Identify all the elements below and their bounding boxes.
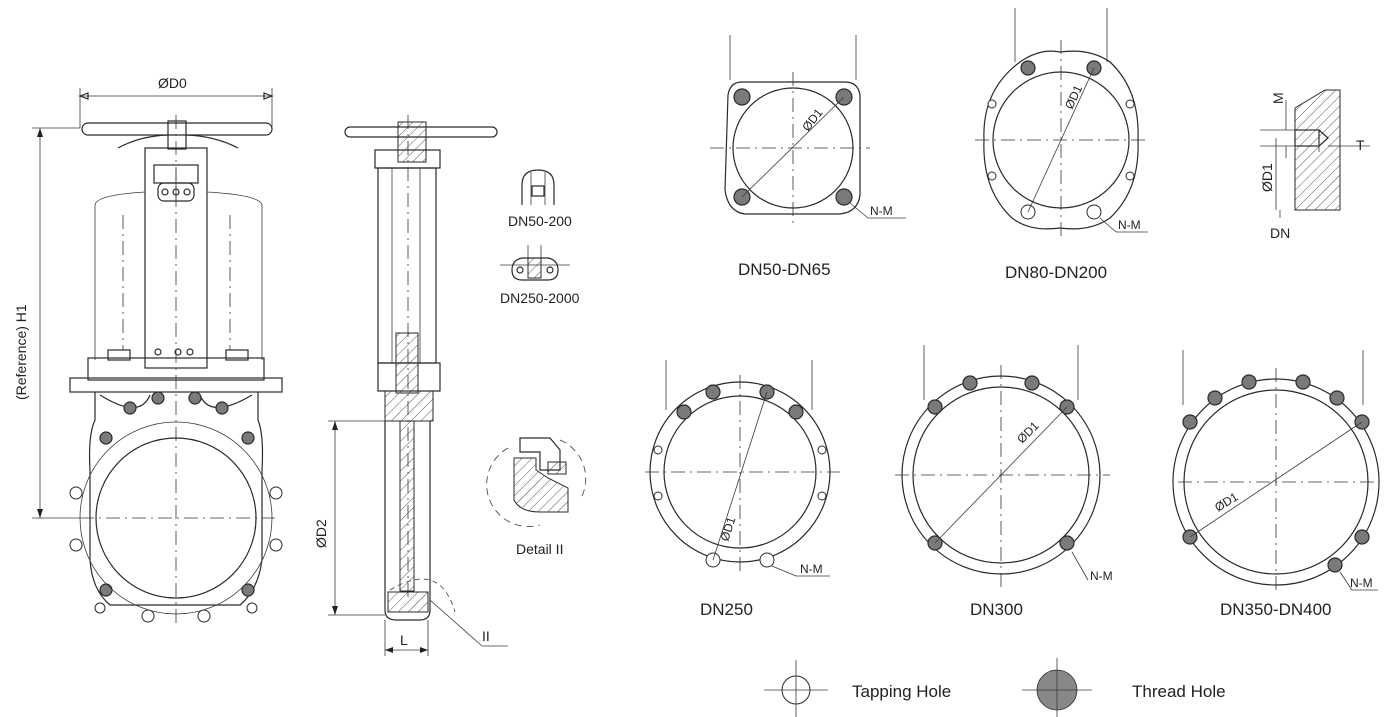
flange1-od1: ØD1 [799, 106, 825, 134]
flange-dn250: ØD1 N-M DN250 [645, 360, 840, 619]
flange-dn300: ØD1 N-M DN300 [895, 345, 1113, 619]
detail-top-caption: DN50-200 [508, 213, 572, 229]
legend-tapping-label: Tapping Hole [852, 682, 951, 701]
flange-dn80-dn200: ØD1 N-M DN80-DN200 [975, 8, 1150, 282]
flange4-caption: DN300 [970, 600, 1023, 619]
flange-dn50-dn65: ØD1 N-M DN50-DN65 [710, 35, 906, 279]
detail-dn50-200: DN50-200 [508, 169, 572, 229]
legend-thread-label: Thread Hole [1132, 682, 1226, 701]
detail-mid-caption: DN250-2000 [500, 290, 580, 306]
thread-hole-symbol-icon [1022, 658, 1092, 717]
detail-ii: Detail II [486, 437, 587, 557]
flange2-nm: N-M [1118, 218, 1141, 232]
flange1-caption: DN50-DN65 [738, 260, 831, 279]
od0-label: ØD0 [158, 75, 187, 91]
l-label: L [400, 632, 408, 648]
ii-label: II [482, 628, 490, 644]
tapping-hole-symbol-icon [764, 660, 828, 717]
section-thread: M T ØD1 DN [1259, 89, 1370, 241]
od2-label: ØD2 [313, 519, 329, 548]
flange3-caption: DN250 [700, 600, 753, 619]
legend: Tapping Hole Thread Hole [764, 658, 1226, 717]
flange3-od1: ØD1 [718, 515, 739, 543]
flange5-caption: DN350-DN400 [1220, 600, 1332, 619]
flange2-caption: DN80-DN200 [1005, 263, 1107, 282]
detail-ii-caption: Detail II [516, 541, 563, 557]
flange5-nm: N-M [1350, 576, 1373, 590]
flange4-nm: N-M [1090, 569, 1113, 583]
od1-section-label: ØD1 [1259, 163, 1275, 192]
h1-label: (Reference) H1 [13, 304, 29, 400]
flange1-nm: N-M [870, 204, 893, 218]
flange4-od1: ØD1 [1014, 419, 1042, 447]
m-label: M [1270, 92, 1286, 104]
side-view: ØD2 L II [313, 115, 508, 656]
front-view: ØD0 [13, 75, 283, 625]
t-label: T [1356, 137, 1365, 153]
dn-label: DN [1270, 225, 1290, 241]
detail-dn250-2000: DN250-2000 [500, 245, 580, 306]
flange2-od1: ØD1 [1062, 83, 1085, 112]
flange-dn350-dn400: ØD1 N-M DN350-DN400 [1172, 350, 1380, 619]
flange5-od1: ØD1 [1212, 489, 1241, 514]
flange3-nm: N-M [800, 562, 823, 576]
